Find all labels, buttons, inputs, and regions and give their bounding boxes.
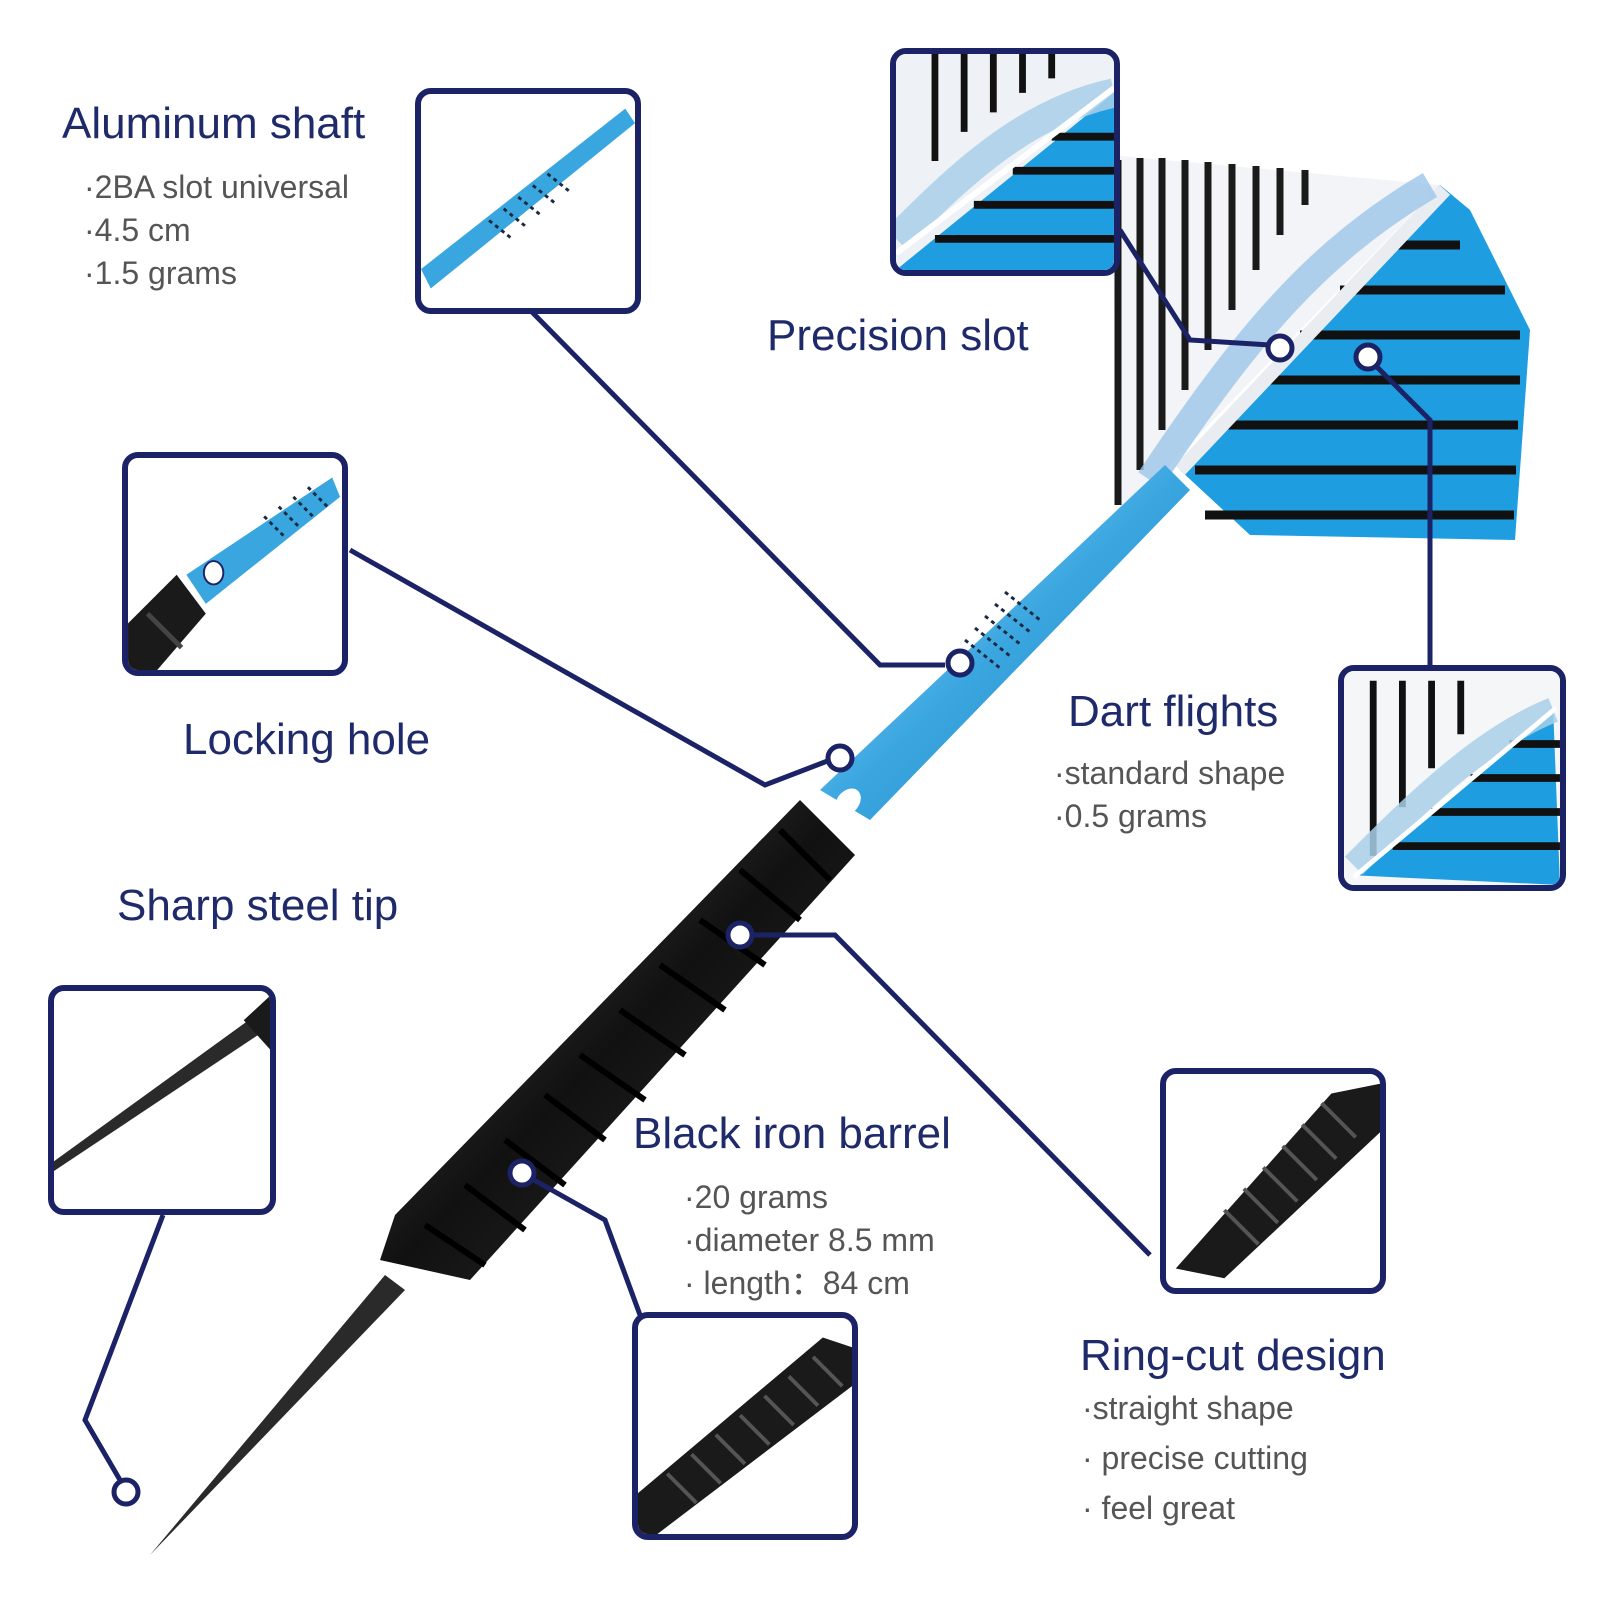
aluminum-shaft-bullet-2: ·4.5 cm [84,212,191,248]
dart-tip [150,1275,405,1555]
black-iron-barrel-detail-frame [632,1312,858,1540]
sharp-steel-tip-detail-frame [48,985,276,1215]
dart-flights-bullets: ·standard shape ·0.5 grams [1054,752,1285,838]
locking-hole-detail [128,477,341,670]
ring-cut-design-title: Ring-cut design [1080,1331,1386,1380]
dart-barrel [380,800,855,1280]
ring-cut-design-bullets: ·straight shape · precise cutting · feel… [1082,1383,1308,1533]
ring-cut-design-bullet-3: · feel great [1082,1490,1235,1526]
black-iron-barrel-detail [638,1337,852,1534]
locking-hole-title: Locking hole [183,715,431,764]
aluminum-shaft-bullet-3: ·1.5 grams [84,255,237,291]
dart-shaft [820,465,1190,820]
dart-flights-title: Dart flights [1068,687,1279,736]
dart-flights-bullet-2: ·0.5 grams [1054,798,1207,834]
precision-slot-detail [896,54,1114,270]
black-iron-barrel-bullet-2: ·diameter 8.5 mm [684,1222,935,1258]
black-iron-barrel-bullet-3: · length：84 cm [684,1265,910,1301]
dart-flight [1110,155,1530,540]
black-iron-barrel-title: Black iron barrel [633,1109,951,1158]
ring-cut-design-detail-frame [1160,1068,1386,1294]
aluminum-shaft-bullet-1: ·2BA slot universal [84,169,350,205]
ring-cut-design-detail [1175,1083,1380,1279]
dart-flights-detail-frame [1338,665,1566,891]
aluminum-shaft-detail [421,108,635,289]
precision-slot-detail-frame [890,48,1120,276]
aluminum-shaft-detail-frame [415,88,641,314]
black-iron-barrel-bullets: ·20 grams ·diameter 8.5 mm · length：84 c… [684,1176,935,1305]
aluminum-shaft-bullets: ·2BA slot universal ·4.5 cm ·1.5 grams [84,166,349,295]
precision-slot-title: Precision slot [767,311,1029,360]
sharp-steel-tip-title: Sharp steel tip [117,881,399,930]
ring-cut-design-bullet-1: ·straight shape [1082,1390,1294,1426]
dart-flights-detail [1344,671,1560,885]
black-iron-barrel-bullet-1: ·20 grams [684,1179,829,1215]
locking-hole-detail-frame [122,452,348,676]
aluminum-shaft-title: Aluminum shaft [62,99,366,148]
sharp-steel-tip-detail [54,995,270,1172]
dart-flights-bullet-1: ·standard shape [1054,755,1286,791]
ring-cut-design-bullet-2: · precise cutting [1082,1440,1308,1476]
